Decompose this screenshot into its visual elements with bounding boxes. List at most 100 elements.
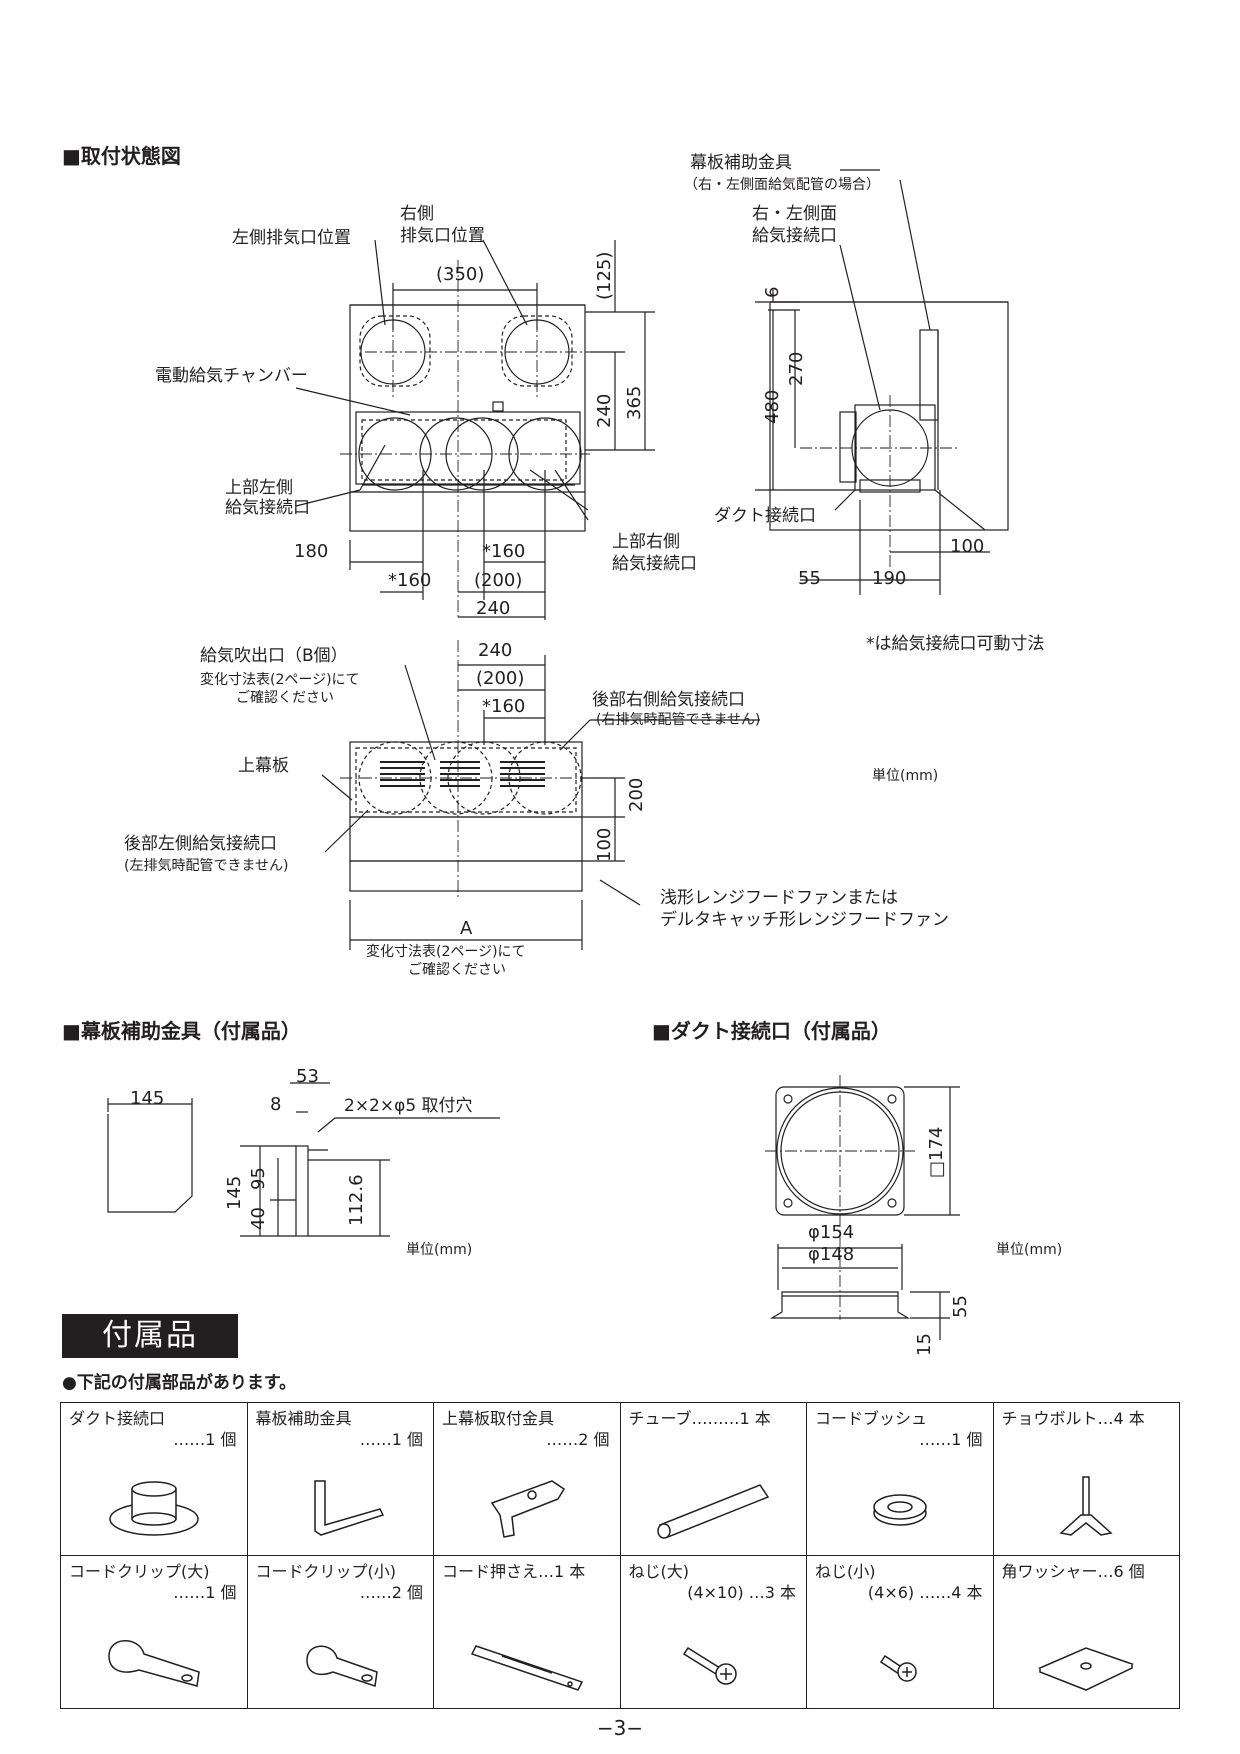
accessory-cell: チョウボルト…4 本: [992, 1402, 1180, 1556]
accessory-qty: (4×10) …3 本: [687, 1582, 796, 1602]
accessory-cell: 角ワッシャー…6 個: [992, 1555, 1180, 1709]
accessory-cell: コードクリップ(小) ……2 個: [246, 1555, 434, 1709]
label-chamber: 電動給気チャンバー: [155, 366, 308, 386]
dim-480: 480: [762, 389, 783, 424]
dim-240-vertical: 240: [594, 393, 615, 428]
label-outlet-note-2: ご確認ください: [236, 690, 334, 706]
accessories-title: 付属品: [62, 1314, 238, 1358]
label-outlet-note-1: 変化寸法表(2ページ)にて: [200, 672, 360, 688]
accessory-name: ねじ(小): [815, 1562, 876, 1581]
cord-holder-icon: [470, 1645, 583, 1691]
dim-top-100-vertical: 100: [594, 827, 615, 862]
dim-duct-15: 15: [914, 1333, 935, 1356]
dim-duct-148: φ148: [808, 1244, 855, 1265]
dim-bracket-40: 40: [248, 1207, 269, 1230]
dim-duct-154: φ154: [808, 1222, 855, 1243]
screw-small-icon: [879, 1654, 917, 1682]
accessory-cell: コード押さえ…1 本: [433, 1555, 621, 1709]
side-body-outline: [769, 301, 1009, 531]
dim-100: 100: [950, 536, 985, 557]
label-top-left-2: 給気接続口: [225, 498, 310, 518]
dim-160-left: *160: [388, 570, 432, 591]
label-rear-left: 後部左側給気接続口: [124, 834, 277, 854]
cord-clip-small-icon: [306, 1645, 379, 1687]
dim-240: 240: [476, 598, 511, 619]
dim-duct-55: 55: [950, 1295, 971, 1318]
accessory-qty: (4×6) ……4 本: [867, 1582, 983, 1602]
tube-icon: [657, 1484, 770, 1539]
accessory-qty: ……2 個: [546, 1429, 610, 1449]
dim-A: A: [460, 918, 473, 939]
accessory-cell: チューブ………1 本: [619, 1402, 807, 1556]
dim-180: 180: [294, 541, 329, 562]
dim-350: (350): [436, 264, 485, 285]
accessory-name: コード押さえ…1 本: [442, 1562, 586, 1581]
dim-top-240: 240: [478, 640, 513, 661]
accessory-name: チューブ………1 本: [628, 1409, 771, 1428]
cord-bushing-icon: [873, 1494, 927, 1526]
wing-bolt-icon: [1059, 1476, 1113, 1536]
dim-200: (200): [474, 570, 523, 591]
accessory-name: チョウボルト…4 本: [1001, 1409, 1145, 1428]
label-duct-connector: ダクト接続口: [714, 506, 816, 526]
accessory-name: コードクリップ(小): [255, 1562, 397, 1581]
dim-bracket-53: 53: [296, 1066, 319, 1087]
dim-bracket-width: 145: [130, 1088, 165, 1109]
accessory-qty: ……1 個: [359, 1429, 423, 1449]
label-side-inlet-2: 給気接続口: [752, 226, 837, 246]
heading-installation: ■取付状態図: [62, 144, 181, 168]
accessory-qty: ……1 個: [919, 1429, 983, 1449]
accessory-name: 上幕板取付金具: [442, 1409, 555, 1428]
dim-top-200-vertical: 200: [626, 777, 647, 812]
technical-drawing: [107, 169, 1009, 1320]
accessory-name: ダクト接続口: [69, 1409, 166, 1428]
accessory-name: ねじ(大): [628, 1562, 690, 1581]
label-rear-right: 後部右側給気接続口: [592, 690, 745, 710]
unit-label-bracket: 単位(mm): [406, 1242, 473, 1258]
unit-label-duct: 単位(mm): [996, 1242, 1063, 1258]
duct-connector-icon: [109, 1481, 199, 1536]
note-movable-dimension: *は給気接続口可動寸法: [866, 634, 1045, 654]
accessory-name: 幕板補助金具: [255, 1409, 352, 1428]
accessories-table: ダクト接続口 ……1 個 幕板補助金具 ……1 個 上幕板取付金具 ……2 個 …: [60, 1402, 1180, 1709]
dim-270: 270: [786, 351, 807, 386]
label-top-plate: 上幕板: [238, 756, 289, 776]
dim-bracket-112: 112.6: [346, 1174, 367, 1226]
label-hood-2: デルタキャッチ形レンジフードファン: [660, 910, 949, 930]
accessory-cell: 幕板補助金具 ……1 個: [246, 1402, 434, 1556]
plate-bracket-icon: [314, 1480, 385, 1536]
label-plate-bracket-note: （右・左側面給気配管の場合）: [684, 177, 880, 193]
label-a-note-2: ご確認ください: [408, 962, 506, 978]
page-number: −3−: [596, 1716, 644, 1740]
label-top-left-1: 上部左側: [225, 478, 293, 498]
accessory-cell: ねじ(大) (4×10) …3 本: [619, 1555, 807, 1709]
dim-top-160: *160: [482, 696, 526, 717]
table-row: コードクリップ(大) ……1 個 コードクリップ(小) ……2 個 コード押さえ…: [60, 1555, 1180, 1709]
accessory-name: 角ワッシャー…6 個: [1001, 1562, 1145, 1581]
dim-160-right: *160: [482, 541, 526, 562]
accessory-cell: ダクト接続口 ……1 個: [60, 1402, 248, 1556]
label-side-inlet-1: 右・左側面: [752, 204, 837, 224]
dim-55: 55: [798, 568, 821, 589]
heading-bracket: ■幕板補助金具（付属品）: [62, 1019, 301, 1043]
dim-duct-square: □174: [926, 1126, 947, 1178]
label-mounting-holes: 2×2×φ5 取付穴: [344, 1096, 473, 1116]
accessory-qty: ……1 個: [173, 1582, 237, 1602]
label-hood-1: 浅形レンジフードファンまたは: [660, 888, 898, 908]
heading-duct: ■ダクト接続口（付属品）: [652, 1019, 891, 1043]
label-plate-bracket: 幕板補助金具: [690, 153, 792, 173]
dim-bracket-95: 95: [248, 1167, 269, 1190]
dim-365: 365: [624, 385, 645, 420]
label-left-exhaust: 左側排気口位置: [232, 228, 351, 248]
dim-bracket-8: 8: [270, 1094, 282, 1115]
screw-large-icon: [683, 1646, 737, 1685]
label-rear-left-note: (左排気時配管できません): [124, 858, 289, 874]
accessory-qty: ……2 個: [359, 1582, 423, 1602]
label-rear-right-note: (右排気時配管できません): [596, 712, 761, 728]
label-right-exhaust-1: 右側: [400, 204, 434, 224]
accessory-name: コードブッシュ: [815, 1409, 928, 1428]
accessories-intro: ●下記の付属部品があります。: [62, 1373, 297, 1393]
dim-190: 190: [872, 568, 907, 589]
accessory-cell: ねじ(小) (4×6) ……4 本: [806, 1555, 994, 1709]
